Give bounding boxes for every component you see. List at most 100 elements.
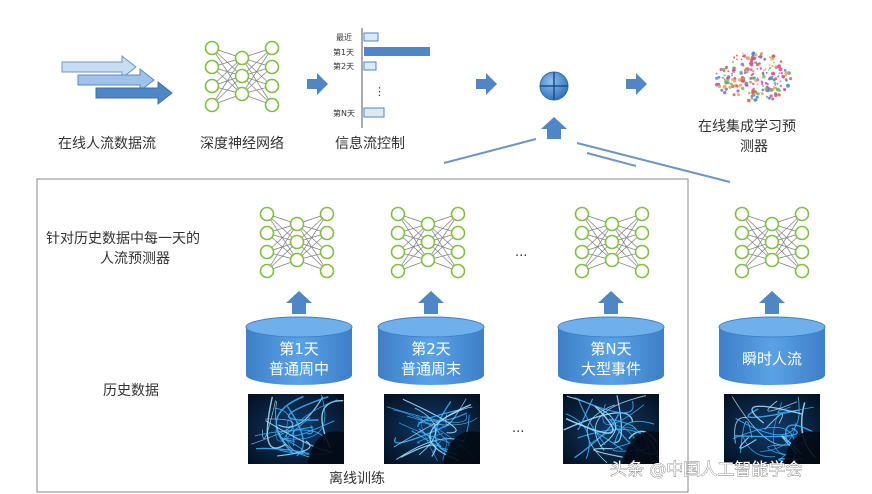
network-node — [634, 225, 650, 241]
flow-streak — [278, 396, 324, 428]
network-node — [259, 244, 275, 260]
brain-dot — [762, 74, 766, 79]
brain-dot — [741, 86, 745, 91]
flow-streak — [279, 426, 314, 442]
brain-dot — [778, 89, 781, 92]
brain-dot — [740, 62, 744, 66]
brain-dot — [752, 70, 755, 73]
brain-dot — [738, 78, 742, 82]
brain-dot — [755, 63, 760, 67]
brain-dot — [762, 73, 765, 76]
neural-network-icon — [574, 206, 650, 279]
flow-streak — [785, 424, 814, 446]
brain-dot — [766, 83, 769, 86]
cylinder-label: 瞬时人流 — [742, 350, 802, 368]
flow-streak — [613, 395, 622, 443]
flow-streak — [565, 413, 590, 459]
brain-dot — [717, 84, 722, 89]
network-edge — [397, 223, 429, 272]
brain-dot — [717, 76, 721, 79]
network-node — [764, 252, 780, 268]
up-arrow-icon — [598, 291, 624, 314]
watermark: 头条 @中国人工智能学会 — [610, 460, 802, 480]
network-edge — [211, 47, 243, 95]
up-arrow-icon — [541, 117, 567, 139]
brain-dot — [717, 83, 720, 85]
flow-streak — [565, 405, 614, 434]
bar-label-day1: 第1天 — [333, 47, 354, 57]
brain-dot — [750, 68, 753, 71]
brain-dot — [736, 58, 738, 60]
data-cylinder-day1: 第1天 普通周中 — [245, 316, 353, 385]
bar-ellipsis: ⋮ — [374, 85, 385, 98]
network-edge — [741, 223, 773, 272]
brain-dot — [756, 93, 758, 95]
network-node — [289, 252, 305, 268]
brain-dot — [767, 69, 770, 71]
brain-dot — [749, 76, 753, 80]
network-node — [574, 263, 590, 279]
brain-dot — [767, 96, 771, 100]
brain-dot — [779, 60, 783, 63]
brain-dot — [778, 67, 783, 72]
brain-dot — [753, 98, 757, 102]
brain-dot — [730, 78, 734, 81]
brain-dot — [735, 54, 738, 57]
cylinder-line1: 第2天 — [411, 340, 451, 358]
network-node — [450, 263, 466, 279]
flow-streak — [735, 396, 800, 436]
brain-dot — [748, 92, 751, 95]
flow-streak — [417, 417, 478, 426]
brain-dot — [750, 94, 754, 98]
flow-streak — [411, 428, 442, 448]
brain-dot — [722, 67, 726, 72]
data-stream-icon — [61, 54, 173, 106]
brain-dot — [726, 75, 731, 79]
brain-dot — [742, 54, 747, 58]
up-arrow-icon — [286, 291, 312, 314]
brain-dot — [765, 71, 768, 74]
network-node — [264, 59, 280, 75]
brain-dot — [771, 65, 774, 68]
brain-dot — [743, 71, 747, 74]
flow-streak — [402, 398, 457, 434]
network-node — [259, 263, 275, 279]
network-node — [794, 206, 810, 222]
network-node — [450, 206, 466, 222]
brain-dot — [751, 51, 756, 55]
ellipsis: ... — [512, 421, 524, 436]
brain-dot — [749, 80, 751, 83]
brain-dot — [769, 56, 771, 59]
brain-dot — [753, 76, 756, 79]
flow-streak — [414, 407, 436, 456]
brain-dot — [732, 79, 737, 83]
brain-dot — [761, 83, 764, 86]
flow-streak — [386, 406, 468, 423]
network-node — [204, 40, 220, 56]
network-node — [734, 206, 750, 222]
brain-dot — [732, 93, 736, 97]
network-node — [234, 68, 250, 84]
bar-dayN — [363, 107, 385, 118]
connector-line — [576, 142, 731, 183]
connector-line — [586, 152, 637, 167]
network-node — [764, 216, 780, 232]
flow-streak — [593, 447, 623, 458]
flow-streak — [284, 394, 326, 440]
network-node — [794, 263, 810, 279]
flow-streak — [734, 427, 798, 438]
brain-dot — [756, 77, 759, 79]
brain-dot — [785, 79, 788, 82]
brain-dot — [765, 95, 769, 99]
network-node — [390, 263, 406, 279]
network-edge — [296, 213, 328, 261]
network-node — [734, 244, 750, 260]
brain-dot — [771, 71, 775, 76]
brain-dot — [771, 97, 775, 101]
flow-streak — [742, 435, 776, 458]
image-shadow — [307, 431, 344, 464]
network-node — [289, 234, 305, 250]
brain-dot — [777, 64, 781, 68]
network-node — [204, 59, 220, 75]
brain-dot — [756, 92, 760, 96]
